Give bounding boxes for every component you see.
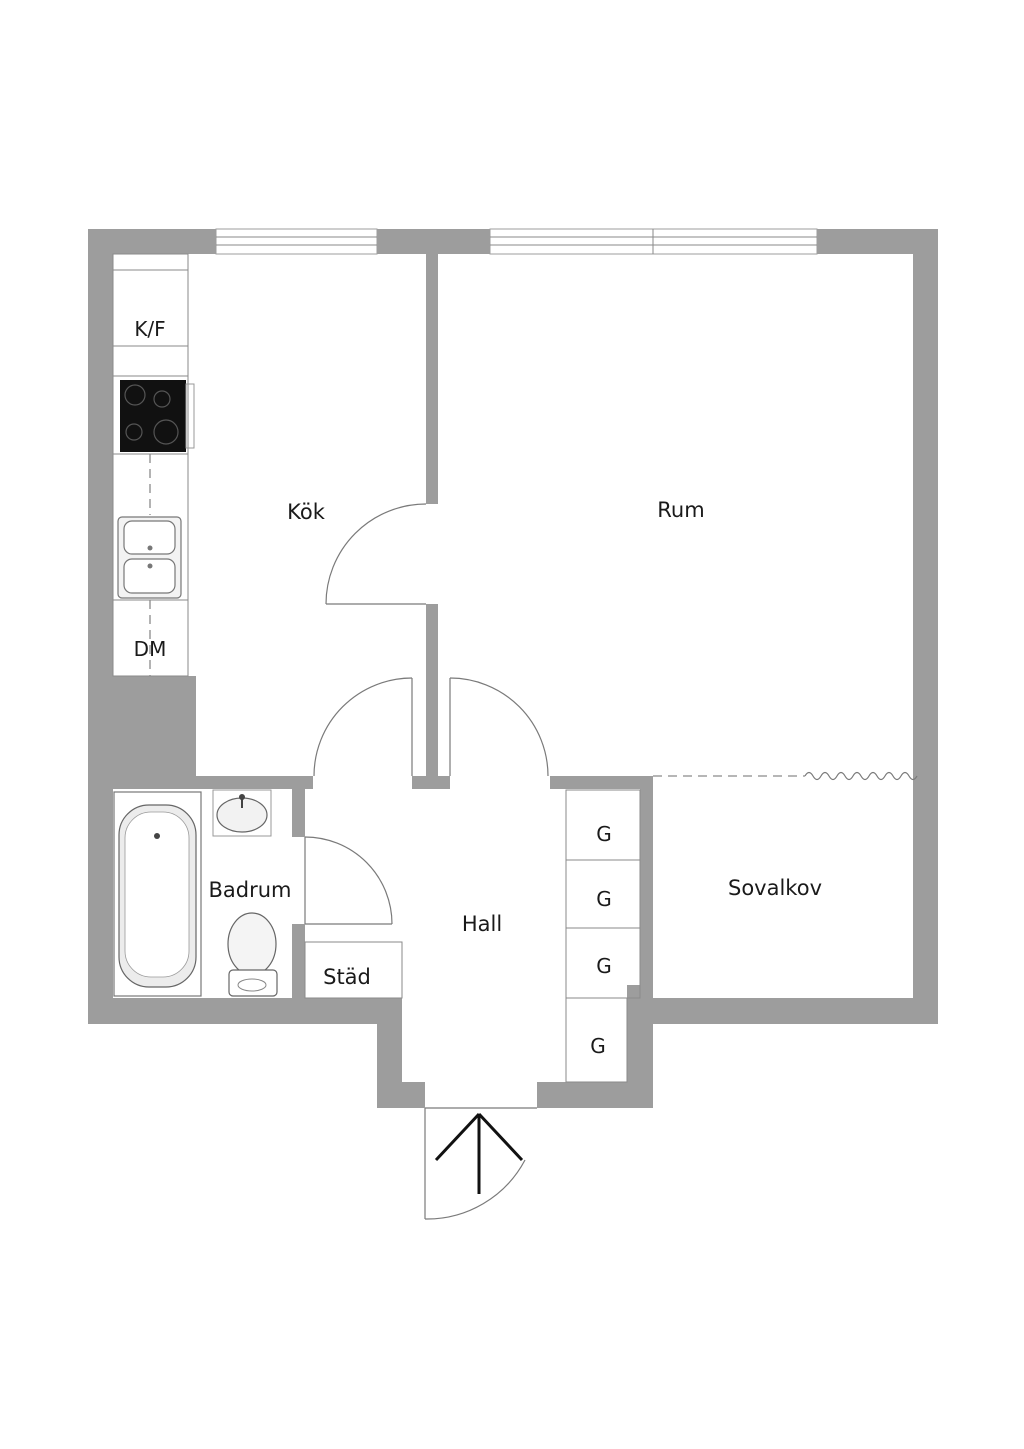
room-label-kitchen: Kök [287,500,326,524]
doors [304,503,549,1220]
room-label-living-room: Rum [657,498,704,522]
room-label-cleaning-closet: Städ [323,965,371,989]
double-sink-icon [117,516,182,599]
bathtub-icon [113,791,202,997]
windows [215,228,818,255]
room-label-sleeping-alcove: Sovalkov [728,876,822,900]
wardrobes [565,789,641,1083]
room-label-bathroom: Badrum [208,878,291,902]
kitchen-counter [112,253,189,677]
wardrobe-label-4: G [590,1034,606,1058]
dishwasher-label: DM [134,637,167,661]
wardrobe-label-2: G [596,887,612,911]
stove-icon [120,380,195,452]
cleaning-closet-outline [304,941,403,999]
walls [88,229,938,1108]
fridge-freezer-label: K/F [134,317,165,341]
wardrobe-label-3: G [596,954,612,978]
washbasin-icon [212,789,272,837]
alcove-curtain [653,771,918,781]
wardrobe-label-1: G [596,822,612,846]
toilet-icon [227,912,278,997]
entrance-arrow-icon [434,1112,524,1194]
room-label-hall: Hall [462,912,502,936]
